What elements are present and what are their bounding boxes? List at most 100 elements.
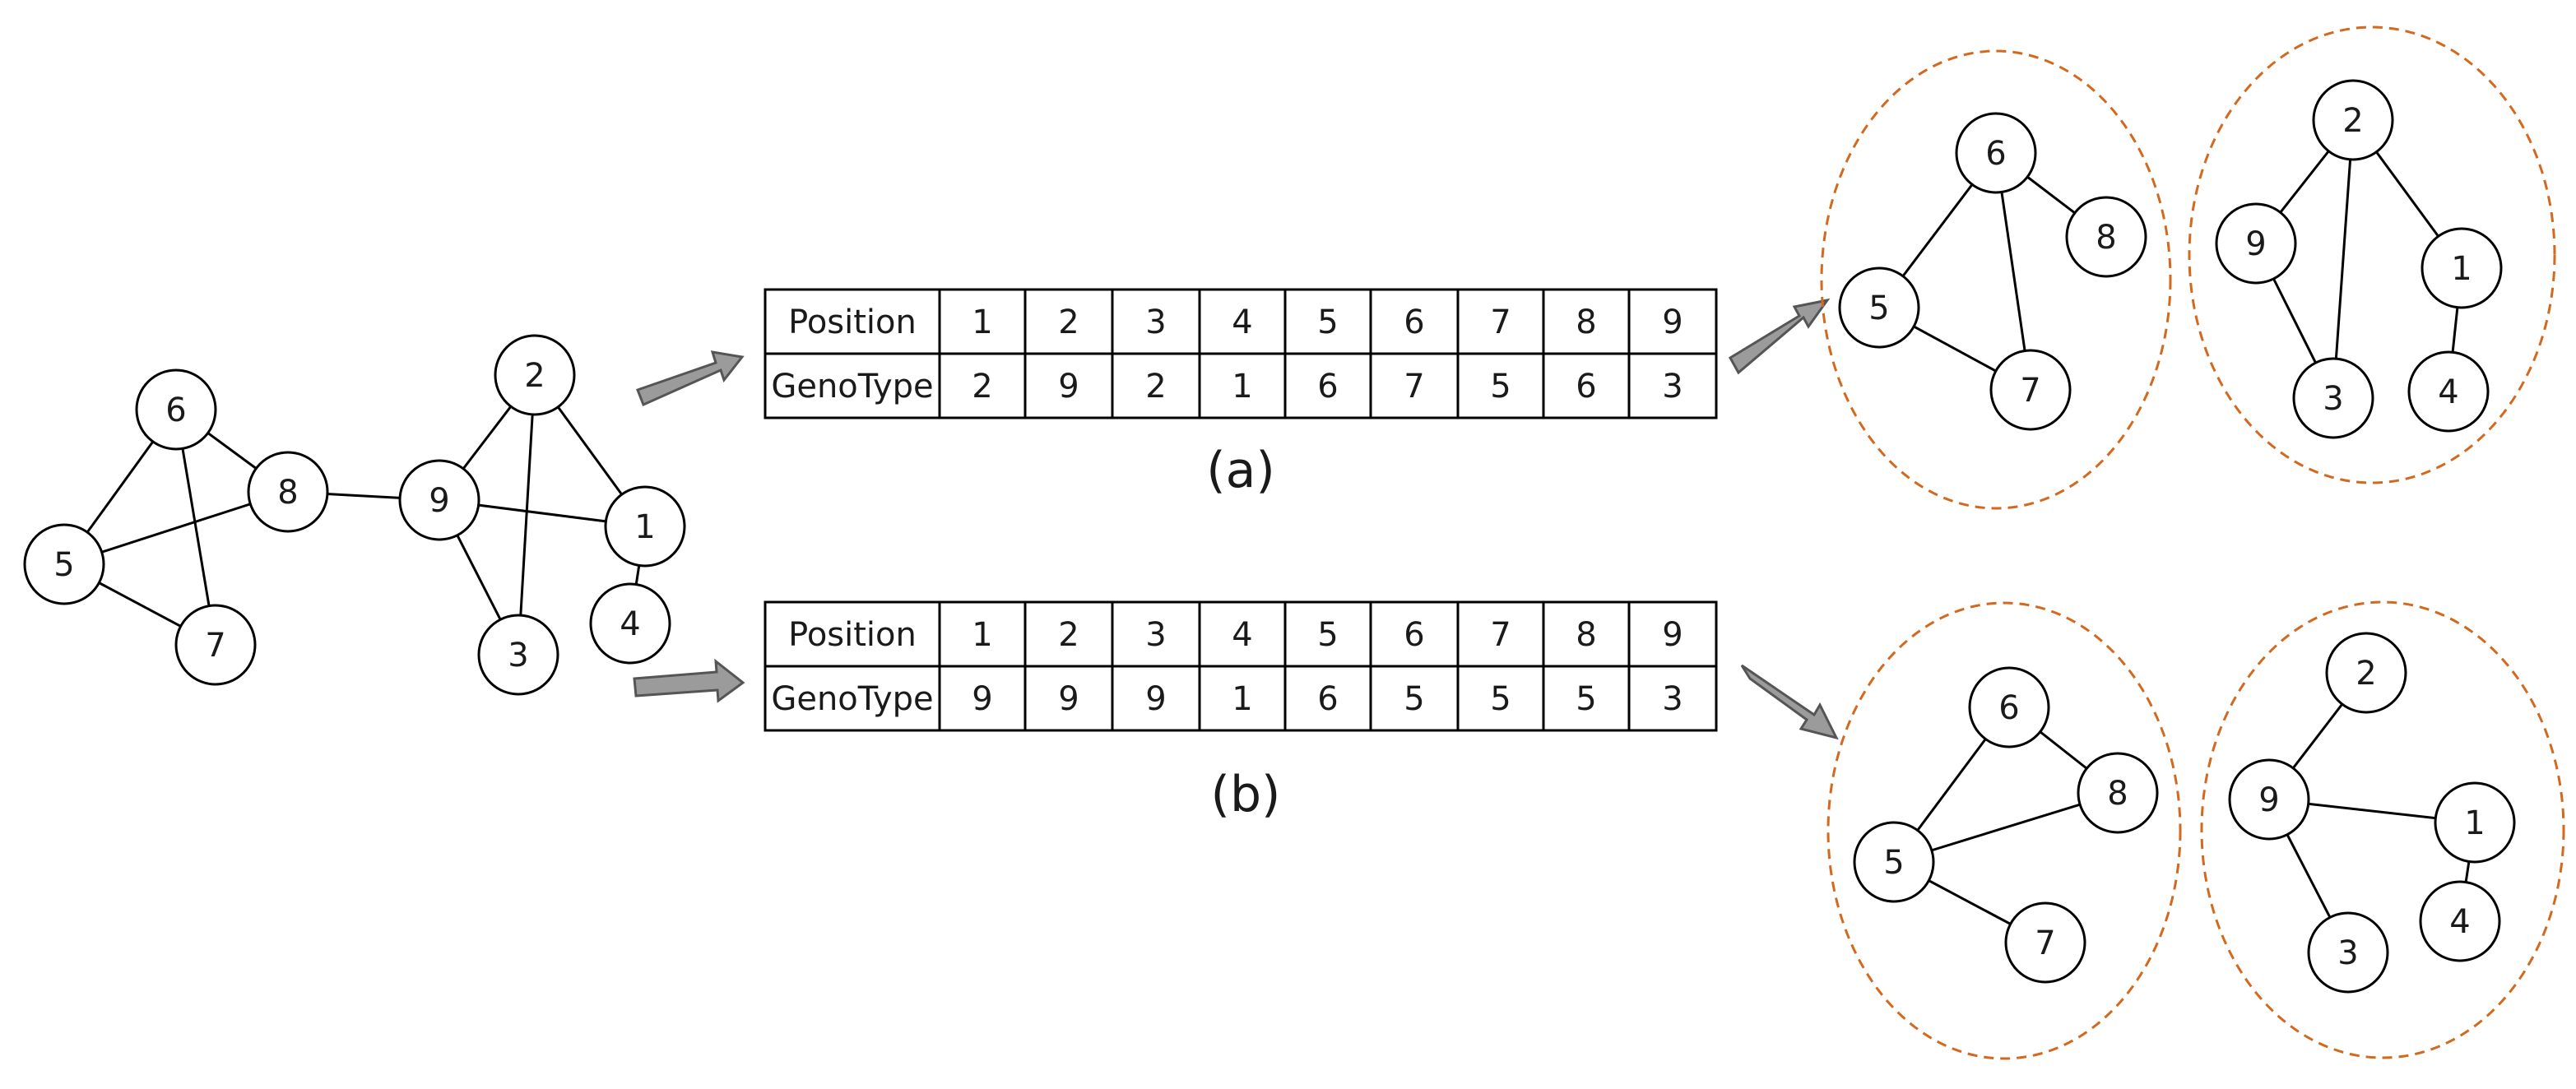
svg-text:5: 5 [1868, 290, 1889, 327]
table-b-genotype-6: 5 [1404, 680, 1424, 718]
cluster-a-right [2188, 25, 2556, 484]
table-a-genotype-8: 6 [1576, 368, 1596, 405]
table-a-position-2: 2 [1058, 304, 1079, 341]
svg-text:7: 7 [205, 627, 225, 665]
table-a-position-5: 5 [1317, 304, 1338, 341]
edge-2-3 [2332, 119, 2355, 399]
svg-text:3: 3 [508, 637, 528, 674]
node-1: 1 [2421, 227, 2503, 309]
cluster-b-left [1826, 601, 2182, 1060]
table-b-position-9: 9 [1662, 616, 1683, 654]
node-8: 8 [247, 451, 329, 533]
svg-text:9: 9 [2245, 225, 2266, 263]
table-a: Position GenoType 1 2 3 4 5 6 7 8 9 2 9 … [764, 288, 1718, 499]
table-b-position-1: 1 [972, 616, 992, 654]
table-b-row-label-genotype: GenoType [771, 680, 933, 718]
table-a-genotype-1: 2 [972, 368, 992, 405]
table-a-genotype-4: 1 [1232, 368, 1252, 405]
table-b-position-7: 7 [1490, 616, 1511, 654]
node-9: 9 [398, 459, 480, 541]
table-b-genotype-5: 6 [1317, 680, 1338, 718]
svg-text:6: 6 [165, 392, 186, 429]
table-b-genotype-8: 5 [1576, 680, 1596, 718]
table-a-genotype-2: 9 [1058, 368, 1079, 405]
table-a-genotype-7: 5 [1490, 368, 1511, 405]
table-a-position-9: 9 [1662, 304, 1683, 341]
table-a-genotype-3: 2 [1145, 368, 1166, 405]
svg-text:1: 1 [634, 508, 655, 546]
svg-text:3: 3 [2337, 934, 2358, 972]
svg-text:6: 6 [1985, 135, 2006, 173]
table-b-genotype-1: 9 [972, 680, 992, 718]
table-a-position-3: 3 [1145, 304, 1166, 341]
table-b: Position GenoType 1 2 3 4 5 6 7 8 9 9 9 … [764, 600, 1718, 823]
table-a-row-label-position: Position [788, 304, 917, 341]
node-9: 9 [2215, 202, 2297, 285]
node-3: 3 [2292, 357, 2374, 439]
table-a-position-7: 7 [1490, 304, 1511, 341]
input-graph: 6 8 5 7 2 9 1 4 3 [23, 334, 686, 696]
svg-text:7: 7 [2035, 924, 2055, 962]
table-b-genotype-7: 5 [1490, 680, 1511, 718]
table-b-position-4: 4 [1232, 616, 1252, 654]
svg-text:8: 8 [2107, 775, 2128, 813]
svg-text:4: 4 [2438, 373, 2458, 411]
node-4: 4 [2407, 350, 2490, 433]
node-4: 4 [2419, 880, 2501, 962]
table-a-position-1: 1 [972, 304, 992, 341]
svg-text:5: 5 [53, 546, 74, 584]
node-9: 9 [2228, 758, 2310, 841]
svg-text:8: 8 [2096, 219, 2116, 257]
svg-text:3: 3 [2323, 380, 2343, 418]
table-a-position-8: 8 [1576, 304, 1596, 341]
arrow-input-to-table-b [633, 658, 745, 703]
svg-text:4: 4 [2449, 903, 2470, 941]
caption-a: (a) [1206, 442, 1275, 499]
svg-text:9: 9 [2258, 781, 2279, 819]
clusters [1820, 25, 2565, 1060]
node-8: 8 [2065, 196, 2147, 278]
table-b-genotype-2: 9 [1058, 680, 1079, 718]
result-graph-b: 6 8 5 7 2 9 1 3 4 [1853, 632, 2516, 994]
table-a-position-4: 4 [1232, 304, 1252, 341]
result-a-cluster-2: 2 9 1 3 4 [2215, 79, 2503, 439]
svg-text:8: 8 [277, 474, 298, 512]
node-5: 5 [23, 523, 105, 605]
arrow-table-a-to-result-a [1728, 298, 1831, 375]
node-5: 5 [1853, 821, 1935, 903]
table-a-genotype-5: 6 [1317, 368, 1338, 405]
cluster-b-right [2200, 600, 2565, 1059]
node-2: 2 [2312, 79, 2394, 161]
node-6: 6 [135, 368, 217, 451]
table-b-position-6: 6 [1404, 616, 1424, 654]
result-b-cluster-2: 2 9 1 3 4 [2228, 632, 2516, 994]
table-a-position-6: 6 [1404, 304, 1424, 341]
table-b-position-3: 3 [1145, 616, 1166, 654]
svg-text:2: 2 [524, 357, 545, 395]
svg-text:2: 2 [2342, 102, 2363, 140]
arrow-input-to-table-a [636, 350, 745, 407]
svg-text:1: 1 [2451, 250, 2472, 288]
node-1: 1 [2434, 781, 2516, 864]
svg-text:6: 6 [1998, 689, 2019, 727]
table-b-row-label-position: Position [788, 616, 917, 654]
arrow-table-b-to-result-b [1740, 664, 1839, 740]
node-2: 2 [2325, 632, 2407, 714]
table-b-position-8: 8 [1576, 616, 1596, 654]
svg-text:5: 5 [1883, 844, 1904, 882]
svg-text:4: 4 [620, 605, 640, 643]
node-4: 4 [589, 582, 671, 665]
svg-text:2: 2 [2356, 655, 2376, 693]
node-7: 7 [1989, 349, 2072, 431]
table-b-genotype-3: 9 [1145, 680, 1166, 718]
result-b-cluster-1: 6 8 5 7 [1853, 666, 2159, 984]
node-3: 3 [2307, 911, 2389, 994]
node-2: 2 [494, 334, 576, 416]
edge-2-3 [517, 374, 536, 656]
svg-text:9: 9 [429, 482, 449, 520]
svg-text:1: 1 [2464, 804, 2485, 842]
node-7: 7 [174, 604, 257, 686]
arrows [633, 298, 1839, 740]
node-5: 5 [1838, 266, 1920, 349]
table-b-position-2: 2 [1058, 616, 1079, 654]
